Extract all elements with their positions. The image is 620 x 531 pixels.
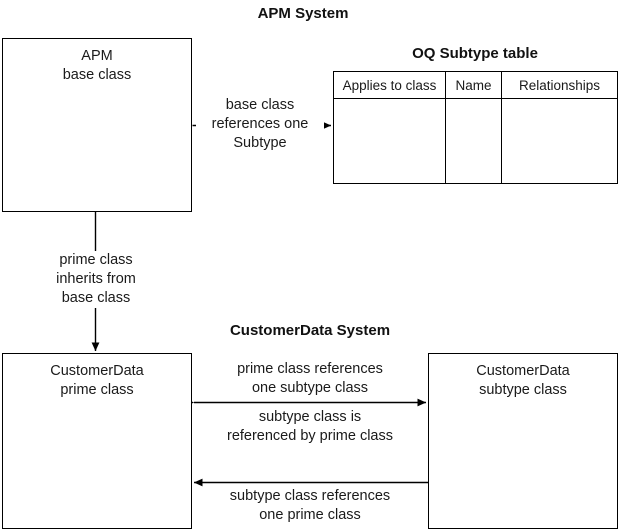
customerdata-prime-class-label: CustomerData prime class — [50, 363, 144, 398]
edge-label-base-class-references-subtype: base class references one Subtype — [196, 96, 324, 153]
customerdata-subtype-class-label: CustomerData subtype class — [476, 363, 570, 398]
customerdata-system-title: CustomerData System — [229, 322, 391, 339]
edge-label-prime-class-inherits: prime class inherits from base class — [32, 251, 160, 308]
cell-relationships — [501, 98, 618, 184]
column-header-applies-to-class: Applies to class — [333, 71, 446, 99]
table-row — [333, 98, 618, 184]
column-header-relationships: Relationships — [501, 71, 618, 99]
customerdata-prime-class-box: CustomerData prime class — [2, 353, 192, 529]
apm-system-title: APM System — [257, 5, 349, 22]
edge-label-prime-references-subtype: prime class references one subtype class — [237, 361, 383, 396]
cell-applies-to-class — [333, 98, 446, 184]
edge-label-subtype-references-prime: subtype class references one prime class — [229, 488, 391, 523]
table-header-row: Applies to class Name Relationships — [333, 71, 618, 99]
apm-base-class-label: APM base class — [62, 48, 132, 83]
oq-subtype-table-title: OQ Subtype table — [412, 45, 538, 62]
apm-base-class-box: APM base class — [2, 38, 192, 212]
column-header-name: Name — [445, 71, 502, 99]
customerdata-subtype-class-box: CustomerData subtype class — [428, 353, 618, 529]
oq-subtype-table: Applies to class Name Relationships — [333, 71, 618, 184]
cell-name — [445, 98, 502, 184]
edge-label-subtype-referenced-by-prime: subtype class is referenced by prime cla… — [226, 409, 393, 444]
